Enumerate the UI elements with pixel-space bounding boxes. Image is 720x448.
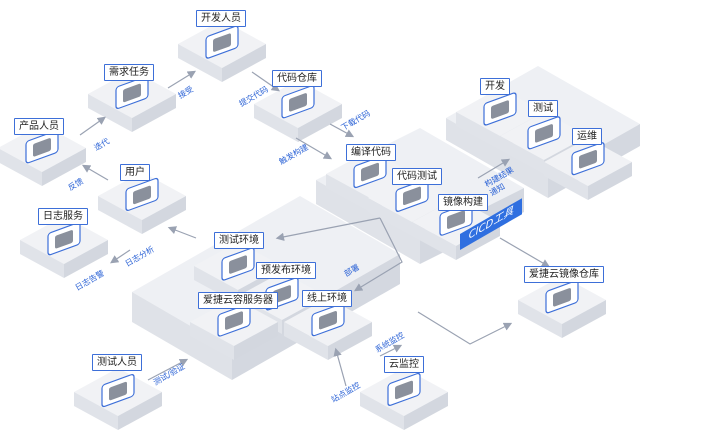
- node-container-server: 爱捷云容服务器: [198, 292, 278, 309]
- lock-icon: [225, 311, 243, 330]
- box-log-service: [20, 216, 108, 278]
- node-code-repo: 代码仓库: [272, 70, 322, 87]
- arrow-log-analysis: [167, 226, 197, 239]
- arrow-site-monitor: [333, 347, 347, 387]
- arrow-deploy-test: [275, 217, 381, 241]
- node-image-registry: 爱捷云镜像仓库: [524, 266, 604, 283]
- node-cloud-monitor: 云监控: [384, 356, 424, 373]
- arrow-image-registry: [499, 237, 551, 268]
- test-icon: [535, 124, 553, 143]
- arrows: [79, 70, 551, 387]
- node-requirement-task: 需求任务: [104, 64, 154, 81]
- node-product-people: 产品人员: [14, 118, 64, 135]
- arrow-test-verify: [147, 358, 189, 381]
- box-ops: [544, 138, 632, 200]
- node-tester: 测试人员: [92, 354, 142, 371]
- arrow-pull: [329, 123, 355, 138]
- arrow-receive: [167, 70, 197, 89]
- image-icon: [553, 288, 571, 307]
- node-test-env: 测试环境: [214, 232, 264, 249]
- node-compile-code: 编译代码: [346, 144, 396, 161]
- node-online-env: 线上环境: [302, 290, 352, 307]
- document-icon: [123, 83, 141, 103]
- node-test: 测试: [528, 100, 558, 117]
- box-user: [98, 172, 186, 234]
- node-prerelease-env: 预发布环境: [256, 262, 316, 279]
- node-ops: 运维: [572, 128, 602, 145]
- box-product-people: [0, 124, 86, 186]
- terminal-icon: [361, 162, 379, 182]
- arrow-trigger: [295, 137, 333, 160]
- box-code-repo: [254, 80, 342, 142]
- box-dev-people: [178, 20, 266, 82]
- arrow-iterate: [79, 116, 106, 136]
- test-icon: [403, 186, 421, 206]
- arrow-registry-pull: [417, 311, 513, 345]
- arrow-system-monitor: [379, 344, 403, 357]
- image-icon: [229, 255, 247, 274]
- repository-icon: [289, 93, 307, 112]
- arrow-deploy-online: [353, 217, 403, 292]
- box-tester: [74, 368, 162, 430]
- user-icon: [491, 100, 509, 119]
- arrow-log-alert: [110, 249, 131, 264]
- user-icon: [213, 33, 231, 52]
- gear-icon: [579, 149, 597, 169]
- image-icon: [447, 210, 465, 229]
- arrow-submit: [251, 71, 280, 92]
- arrow-notify: [477, 158, 511, 179]
- user-icon: [109, 381, 127, 401]
- camera-icon: [395, 380, 413, 400]
- node-image-build: 镜像构建: [438, 194, 488, 211]
- box-container-server: [190, 298, 278, 360]
- user-icon: [33, 138, 51, 157]
- node-user: 用户: [120, 164, 150, 181]
- monitor-icon: [319, 311, 337, 330]
- node-dev: 开发: [480, 78, 510, 95]
- node-log-service: 日志服务: [38, 208, 88, 225]
- node-code-test: 代码测试: [392, 168, 442, 185]
- box-requirement-task: [88, 70, 176, 132]
- node-boxes: [0, 20, 632, 430]
- arrow-feedback: [81, 164, 109, 181]
- user-icon: [133, 185, 151, 205]
- box-cloud-monitor: [360, 368, 448, 430]
- log-icon: [55, 230, 73, 249]
- box-image-registry: [518, 276, 606, 338]
- node-dev-people: 开发人员: [196, 10, 246, 27]
